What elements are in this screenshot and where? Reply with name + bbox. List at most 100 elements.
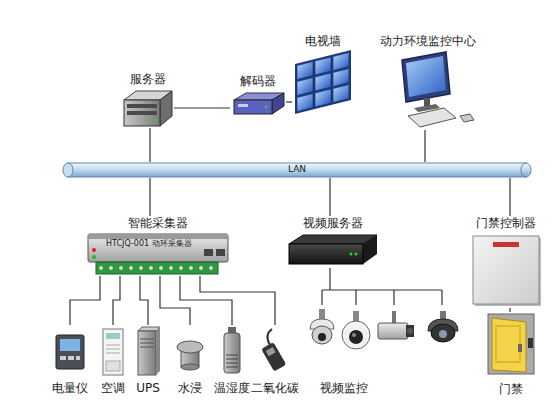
icon-part [408, 108, 456, 127]
icon-part [106, 361, 120, 371]
icon-part [266, 347, 276, 356]
icon-part [99, 266, 104, 271]
icon-part [106, 349, 120, 350]
icon-part [333, 53, 349, 71]
icon-part [60, 356, 66, 360]
icon-part [76, 356, 80, 360]
icon-part [106, 353, 120, 354]
network-cable [140, 276, 148, 325]
icon-part [129, 266, 134, 271]
icon-part [267, 329, 272, 345]
icon-part [181, 364, 199, 370]
icon-part [355, 253, 358, 256]
icon-part [226, 367, 238, 368]
device-node: 二氧化碳 [250, 325, 300, 395]
icon-part [319, 309, 325, 319]
icon-part [261, 342, 286, 372]
icon-part [378, 323, 408, 339]
device-node: 视频服务器 [285, 216, 381, 268]
ups-icon [132, 325, 164, 377]
icon-part [431, 324, 455, 342]
icon-part [440, 311, 446, 319]
node-label: 服务器 [102, 72, 194, 86]
icon-part [127, 111, 157, 115]
icon-part [295, 50, 351, 114]
node-label: 门禁 [462, 382, 558, 396]
icon-part [226, 363, 238, 364]
door-icon [482, 312, 540, 376]
humidity-sensor-icon [212, 325, 252, 377]
network-cable [149, 128, 150, 162]
icon-part [156, 327, 160, 375]
camera-group [302, 305, 462, 377]
aircon-icon [96, 325, 130, 377]
co2-sensor-icon [250, 325, 300, 377]
network-cable [322, 268, 442, 305]
node-label: 电量仪 [30, 381, 110, 395]
icon-part [492, 318, 526, 372]
device-node: UPS [132, 325, 164, 395]
icon-part [315, 89, 331, 107]
icon-part [60, 339, 80, 351]
icon-part [315, 57, 331, 75]
video-server-icon [285, 232, 381, 268]
water-sensor-icon [172, 325, 208, 377]
network-cable [70, 276, 100, 325]
network-cable [329, 178, 330, 216]
server-icon [122, 88, 174, 128]
icon-part [297, 78, 313, 96]
icon-part [226, 355, 238, 356]
node-label: 视频服务器 [265, 216, 401, 230]
icon-part [488, 314, 534, 374]
icon-part [521, 163, 531, 177]
door-controller-icon [471, 234, 541, 306]
icon-part [154, 119, 157, 122]
node-label: 视频监控 [312, 381, 376, 395]
icon-part [407, 328, 413, 334]
icon-part [261, 342, 286, 372]
icon-part [238, 104, 248, 107]
icon-part [297, 62, 313, 80]
icon-part [528, 338, 533, 348]
icon-part [159, 266, 164, 271]
node-label: 智能采集器 [66, 216, 250, 230]
icon-part [63, 163, 73, 177]
icon-part [333, 69, 349, 87]
icon-part [160, 91, 172, 126]
device-node: 电量仪 [50, 325, 90, 395]
icon-part [68, 356, 74, 360]
icon-part [106, 333, 120, 339]
icon-part [216, 249, 225, 256]
icon-part [272, 93, 284, 114]
icon-part [88, 234, 228, 262]
icon-part [56, 335, 84, 369]
icon-part [177, 341, 203, 353]
collector-icon [86, 232, 230, 276]
icon-part [493, 242, 519, 247]
icon-part [353, 311, 359, 321]
video-wall-icon [292, 50, 354, 116]
node-label: 门禁控制器 [448, 216, 558, 230]
node-label: LAN [42, 164, 552, 175]
device-node: 水浸 [172, 325, 208, 395]
icon-part [315, 73, 331, 91]
icon-part [92, 248, 96, 252]
device-node: 解码器 [230, 74, 286, 118]
device-node: 空调 [96, 325, 130, 395]
icon-part [439, 330, 447, 338]
network-cable [286, 101, 292, 102]
icon-part [179, 266, 184, 271]
icon-part [460, 114, 474, 122]
icon-part [149, 266, 154, 271]
icon-part [350, 253, 353, 256]
network-cable [174, 107, 230, 108]
icon-part [342, 321, 370, 349]
icon-part [496, 326, 520, 362]
icon-part [224, 333, 240, 373]
icon-part [189, 266, 194, 271]
icon-part [140, 343, 154, 344]
icon-part [199, 266, 204, 271]
icon-part [109, 266, 114, 271]
icon-part [226, 359, 238, 360]
decoder-icon [230, 90, 286, 118]
